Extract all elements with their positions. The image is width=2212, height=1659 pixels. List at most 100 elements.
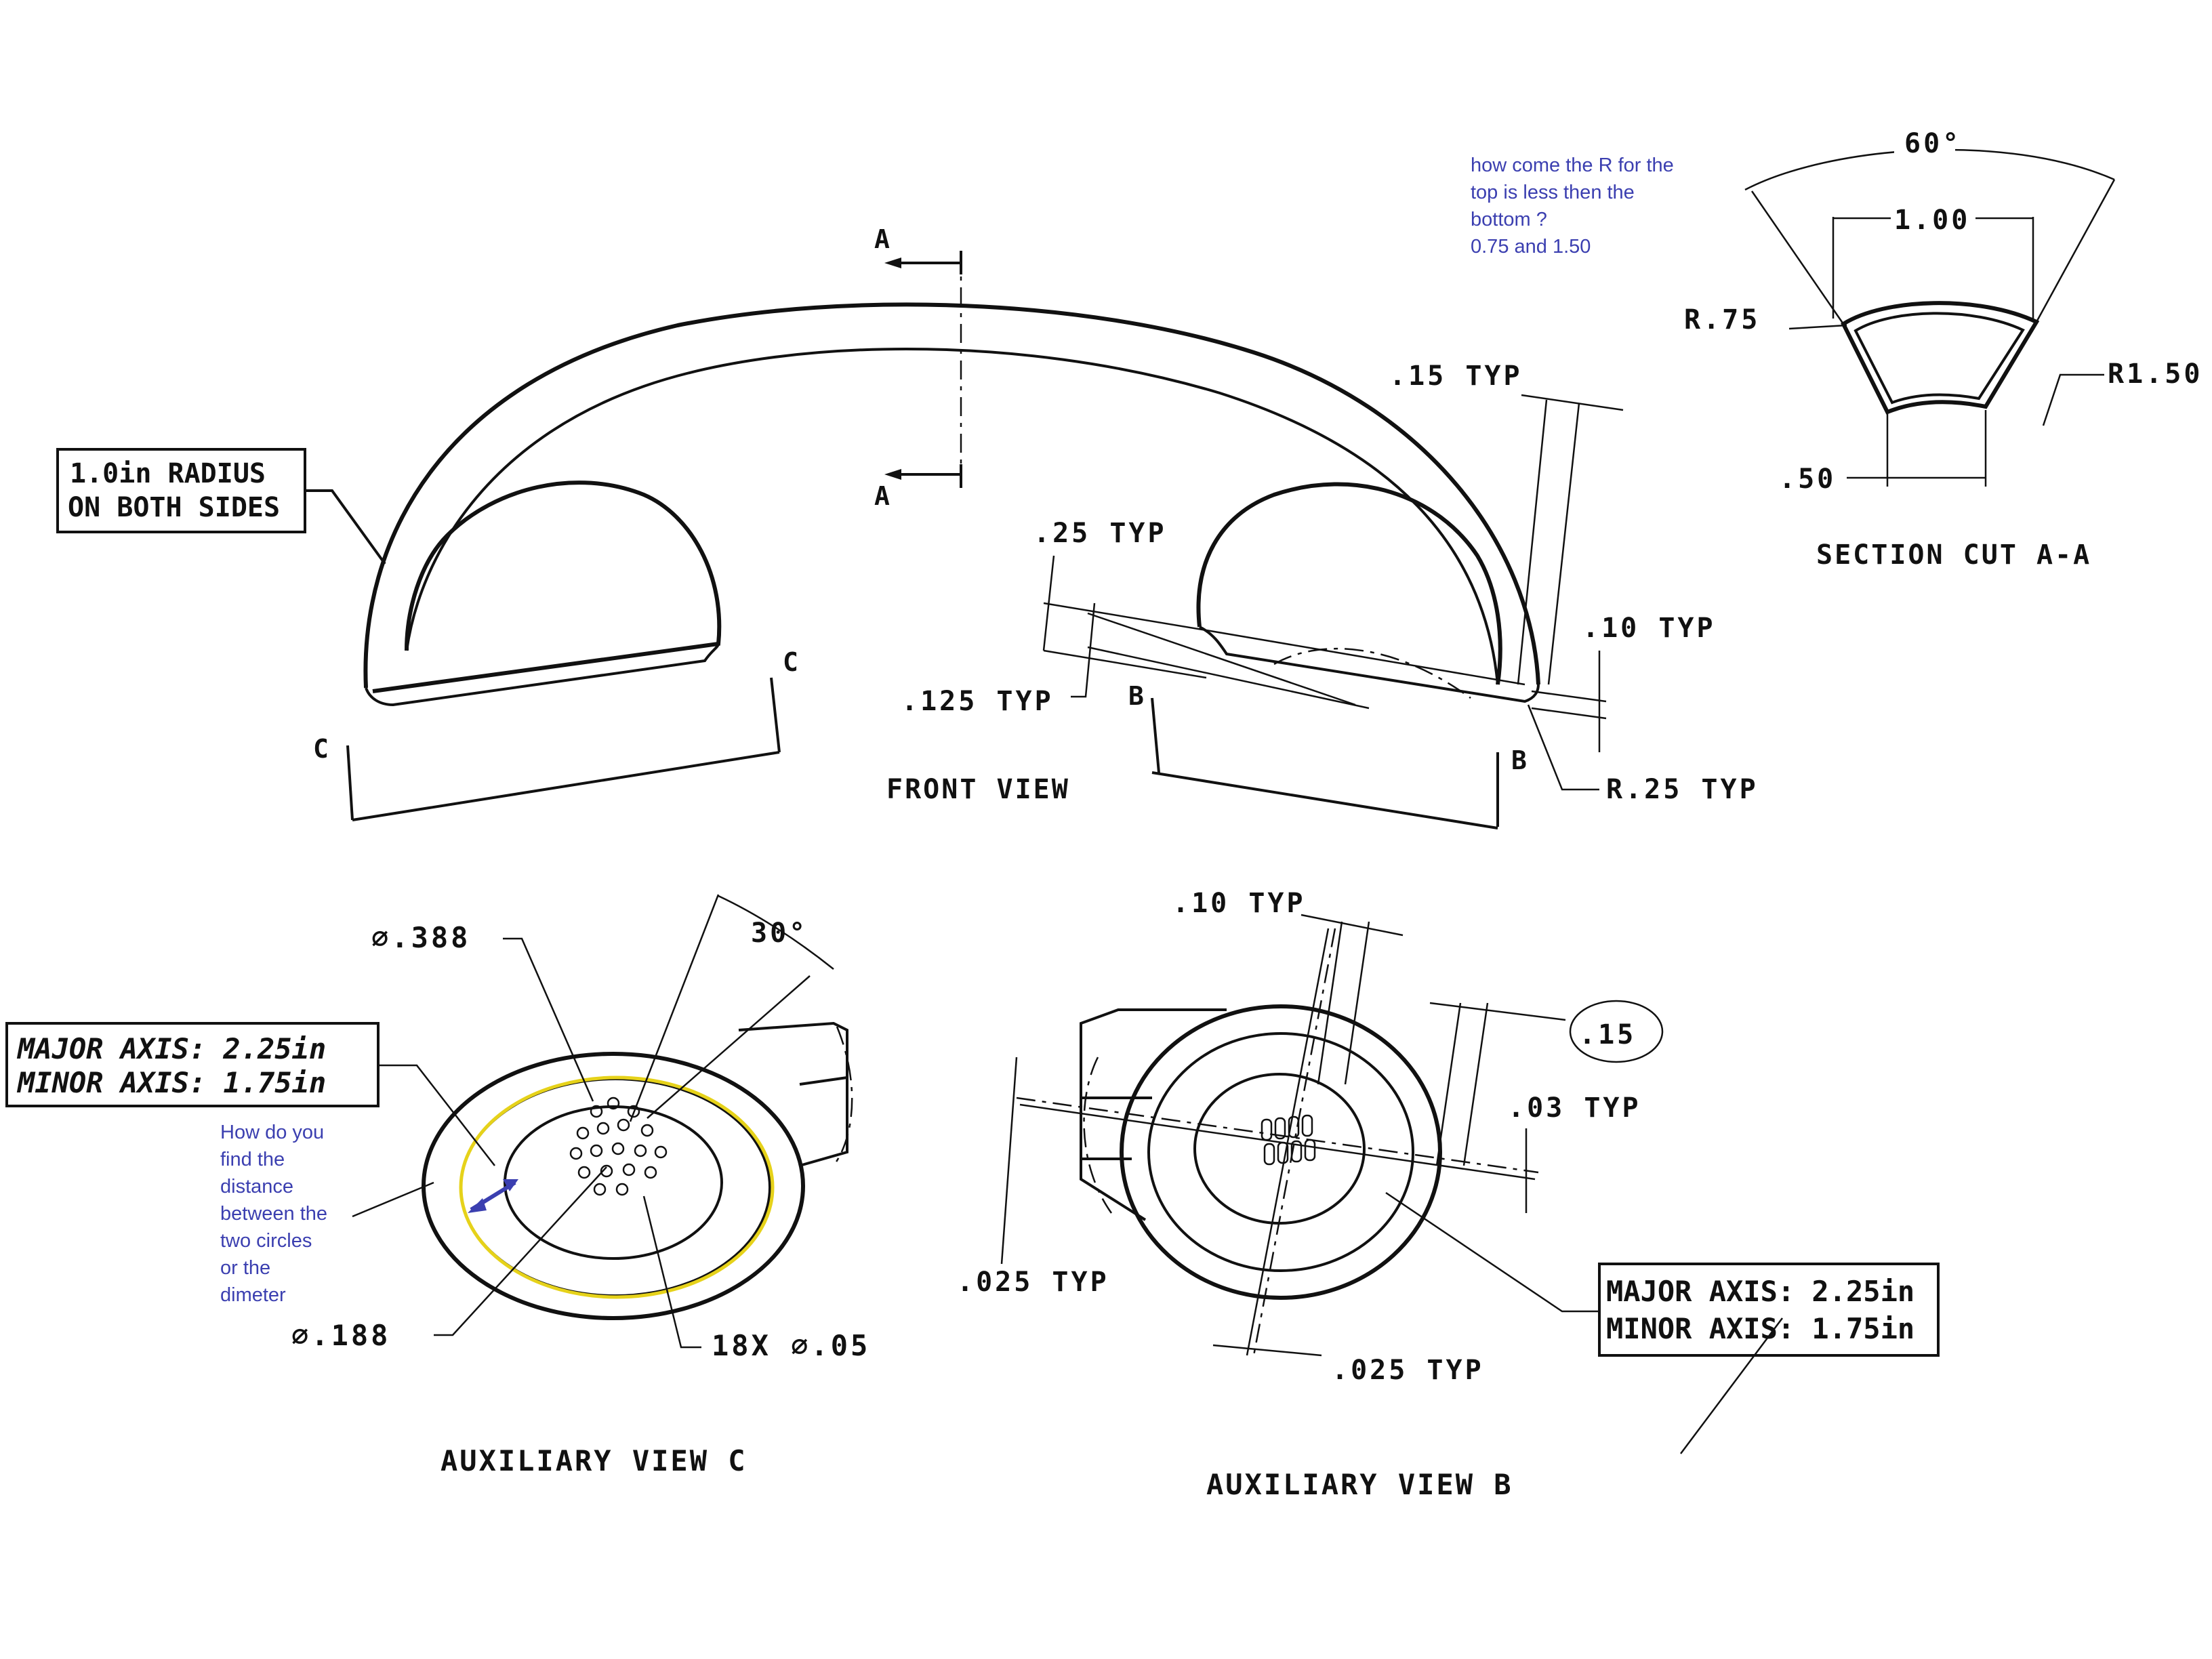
radius-note-line-2: ON BOTH SIDES	[68, 492, 280, 523]
aux-b-dim-025-left-ext	[1000, 1057, 1018, 1265]
aux-b-title: AUXILIARY VIEW B	[1206, 1468, 1513, 1501]
aux-b-dim-15-circle	[1569, 1000, 1664, 1063]
section-profile-inner	[1853, 312, 2025, 405]
section-arrow-a-bottom-head	[884, 469, 901, 480]
aux-c-dia-188: ∅.188	[291, 1319, 390, 1352]
dim-125-leader	[1071, 602, 1096, 698]
aux-c-ellipse-note-leader	[378, 1064, 495, 1166]
radius-note-line-1: 1.0in RADIUS	[70, 458, 266, 489]
dim-r25-typ: R.25 TYP	[1606, 774, 1759, 805]
aux-c-outer-ellipse	[422, 1052, 805, 1320]
section-arrow-a-top-head	[884, 258, 901, 268]
dim-125-line-1	[1087, 612, 1356, 706]
question-side-line-4: between the	[220, 1203, 327, 1225]
aux-b-dim-025-typ-left: .025 TYP	[957, 1267, 1109, 1298]
section-width-bottom: .50	[1779, 464, 1836, 495]
dim-r75-leader	[1788, 324, 1847, 330]
aux-c-side-hidden	[832, 1026, 853, 1166]
section-title: SECTION CUT A-A	[1816, 539, 2091, 571]
dim-10-line-1	[1531, 690, 1607, 703]
radius-note-leader	[305, 489, 386, 565]
aux-b-outer-ellipse	[1120, 1004, 1442, 1300]
question-side-line-6: or the	[220, 1257, 270, 1279]
aux-c-angle-30-arc	[718, 895, 834, 970]
handle-inner-arc	[405, 348, 1499, 685]
aux-b-dim-10-ext-2	[1344, 921, 1370, 1085]
aux-b-centerline-h	[1016, 1097, 1539, 1174]
aux-b-dim-10-line	[1300, 914, 1404, 937]
aux-b-dim-15-ext-1	[1435, 1002, 1462, 1166]
aux-b-dim-025-typ-bottom: .025 TYP	[1332, 1355, 1484, 1386]
aux-b-ellipse-note-box	[1598, 1263, 1940, 1357]
dim-15-ext-line-2	[1547, 403, 1580, 685]
left-ear-cup-base	[365, 643, 720, 707]
aux-c-blue-arrow-head-2	[503, 1179, 518, 1191]
section-width-top: 1.00	[1894, 205, 1970, 236]
aux-c-dia-388: ∅.388	[371, 921, 470, 954]
section-r-top: R.75	[1684, 304, 1760, 335]
auxiliary-view-c: MAJOR AXIS: 2.25in MINOR AXIS: 1.75in ∅.…	[5, 894, 870, 1477]
section-profile	[1841, 301, 2040, 415]
question-side-line-7: dimeter	[220, 1284, 286, 1306]
aux-c-angle-30: 30°	[751, 918, 808, 949]
section-r-bottom: R1.50	[2108, 359, 2203, 390]
view-arrow-b-left	[1151, 697, 1160, 773]
aux-b-dim-10-ext-1	[1317, 921, 1343, 1085]
view-label-c-left: C	[313, 734, 331, 764]
front-view: A A 1.0in RADIUS ON BOTH SIDES .15 TYP .…	[56, 224, 1759, 830]
section-label-a-bottom: A	[874, 481, 893, 511]
section-label-a-top: A	[874, 224, 893, 254]
right-ear-cup-base	[1199, 626, 1540, 703]
aux-b-dim-10-typ: .10 TYP	[1172, 888, 1306, 919]
left-ear-cup	[372, 480, 722, 693]
section-angle-60: 60°	[1904, 128, 1961, 159]
question-side-line-2: find the	[220, 1149, 285, 1170]
aux-b-centerline-h2	[1019, 1103, 1536, 1181]
angle-60-leg-right	[2035, 179, 2116, 323]
dim-15-ext-line-1	[1517, 399, 1548, 685]
view-c-cut-line	[352, 751, 780, 821]
aux-b-dim-025-bottom-line	[1212, 1344, 1322, 1357]
aux-c-side-line	[799, 1076, 848, 1086]
aux-c-holes: 18X ∅.05	[712, 1329, 870, 1362]
aux-c-ellipse-note-line-2: MINOR AXIS: 1.75in	[16, 1066, 326, 1099]
aux-b-dim-15-ext-2	[1462, 1002, 1489, 1166]
aux-b-side-hidden	[1083, 1057, 1113, 1214]
aux-b-dim-03-typ: .03 TYP	[1508, 1092, 1641, 1124]
view-arrow-c-left	[346, 745, 354, 821]
aux-c-title: AUXILIARY VIEW C	[441, 1444, 747, 1477]
view-label-b-left: B	[1128, 681, 1147, 711]
aux-c-ellipse-note-line-1: MAJOR AXIS: 2.25in	[16, 1032, 326, 1065]
dim-10-typ: .10 TYP	[1582, 613, 1716, 644]
aux-b-ellipse-note-line-1: MAJOR AXIS: 2.25in	[1606, 1275, 1914, 1308]
hidden-line-curve	[1273, 647, 1471, 699]
aux-c-angle-30-leg-2	[647, 975, 811, 1119]
question-side-line-3: distance	[220, 1176, 293, 1197]
right-ear-cup	[1196, 482, 1502, 685]
dim-15-ext	[1521, 394, 1624, 411]
aux-c-hole-pattern	[569, 1097, 668, 1196]
front-view-title: FRONT VIEW	[886, 774, 1070, 805]
dim-15-typ: .15 TYP	[1389, 361, 1523, 392]
aux-c-dia-388-leader	[503, 937, 594, 1102]
aux-c-side-projection	[738, 1021, 848, 1167]
question-top-line-1: how come the R for the	[1471, 155, 1674, 176]
view-b-cut-line	[1151, 771, 1498, 830]
question-side-line-5: two circles	[220, 1230, 312, 1252]
aux-c-dia-188-leader	[434, 1166, 607, 1336]
aux-c-holes-leader	[642, 1195, 701, 1349]
dim-25-typ: .25 TYP	[1033, 518, 1167, 549]
dim-125-typ: .125 TYP	[901, 686, 1054, 717]
aux-b-inner-ellipse	[1193, 1073, 1366, 1225]
question-top-line-2: top is less then the	[1471, 182, 1635, 203]
aux-b-ellipse-note-leader	[1385, 1191, 1599, 1313]
aux-b-ellipse-note-line-2: MINOR AXIS: 1.75in	[1606, 1312, 1914, 1345]
question-top-line-3: bottom ?	[1471, 209, 1547, 230]
aux-b-dim-15-line	[1429, 1002, 1566, 1021]
angle-60-leg-left	[1750, 190, 1845, 325]
view-label-c-right: C	[783, 647, 801, 677]
aux-b-middle-ellipse	[1147, 1032, 1414, 1272]
aux-c-angle-30-leg-1	[629, 894, 720, 1122]
aux-c-blue-arrow-head-1	[468, 1198, 487, 1213]
